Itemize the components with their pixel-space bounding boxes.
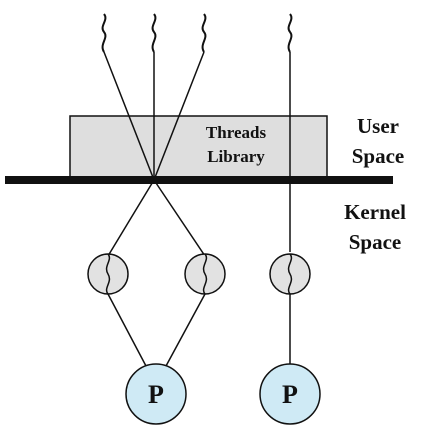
user-thread-squiggle-4 xyxy=(287,13,293,53)
user-thread-line-3 xyxy=(153,51,205,181)
processor-2-label: P xyxy=(282,380,298,409)
kernel-thread-1 xyxy=(87,253,129,295)
user-thread-squiggle-1 xyxy=(101,13,107,53)
processor-1: P xyxy=(125,363,187,425)
kernel-space-label-line1: Kernel xyxy=(344,200,406,224)
user-thread-line-1 xyxy=(103,51,155,181)
processor-line-1 xyxy=(107,293,147,367)
user-space-label-line1: User xyxy=(357,114,399,138)
threads-library-box xyxy=(69,115,328,179)
kernel-thread-3 xyxy=(269,253,311,295)
kernel-map-line-right xyxy=(153,179,206,257)
kernel-thread-squiggle-1 xyxy=(105,253,111,295)
kernel-space-label-line2: Space xyxy=(349,230,402,254)
processor-1-label: P xyxy=(148,380,164,409)
processor-line-2 xyxy=(165,293,206,367)
kernel-thread-2 xyxy=(184,253,226,295)
kernel-thread-squiggle-2 xyxy=(202,253,208,295)
user-thread-squiggle-2 xyxy=(151,13,157,53)
kernel-map-line-left xyxy=(107,179,155,257)
user-kernel-boundary xyxy=(5,176,393,184)
kernel-thread-squiggle-3 xyxy=(287,253,293,295)
threads-library-label-line1: Threads xyxy=(206,123,267,142)
threads-library-label-line2: Library xyxy=(207,147,265,166)
processor-2: P xyxy=(259,363,321,425)
user-space-label-line2: Space xyxy=(352,144,405,168)
user-thread-squiggle-3 xyxy=(201,13,207,53)
